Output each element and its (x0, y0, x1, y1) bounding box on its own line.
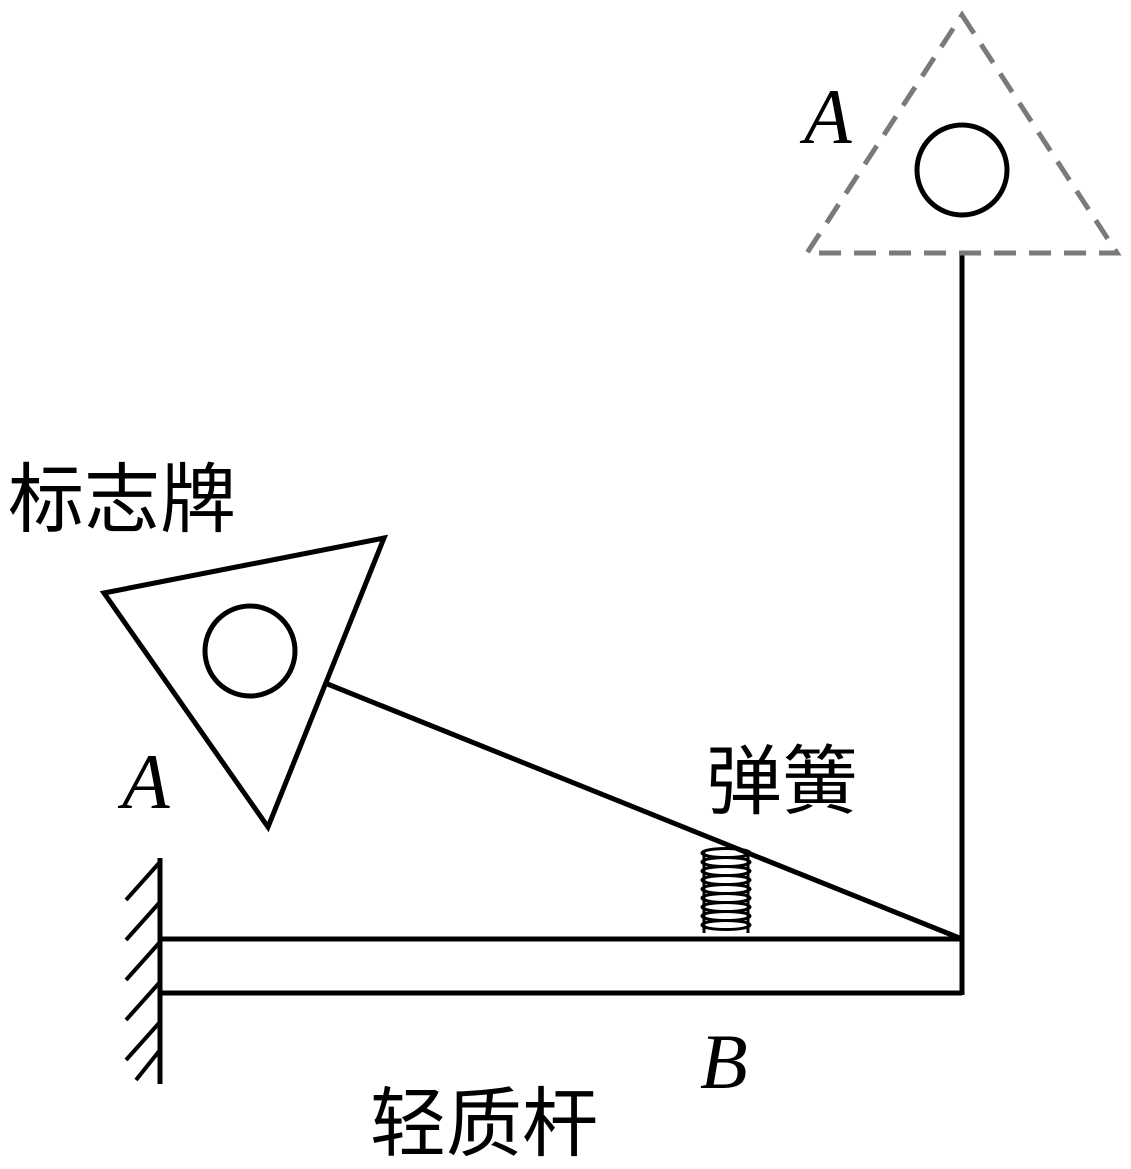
sign-circle-upright (914, 122, 1010, 218)
spring-label: 弹簧 (706, 737, 858, 826)
sign-triangle-dashed (802, 10, 1122, 256)
sign-tilted (99, 534, 389, 833)
sign-triangle (99, 534, 389, 833)
sign-circle (202, 603, 298, 699)
point-b-label: B (700, 1018, 748, 1105)
tilted-pole (324, 680, 963, 942)
point-a-upper-label: A (799, 73, 852, 160)
wall-hatching (124, 860, 162, 1082)
spring (700, 847, 752, 933)
sign-upright (802, 10, 1122, 256)
light-rod-label: 轻质杆 (370, 1079, 598, 1168)
sign-label: 标志牌 (8, 455, 236, 544)
point-a-lower-label: A (117, 738, 170, 825)
light-rod (160, 936, 965, 996)
fixed-wall (124, 858, 163, 1084)
